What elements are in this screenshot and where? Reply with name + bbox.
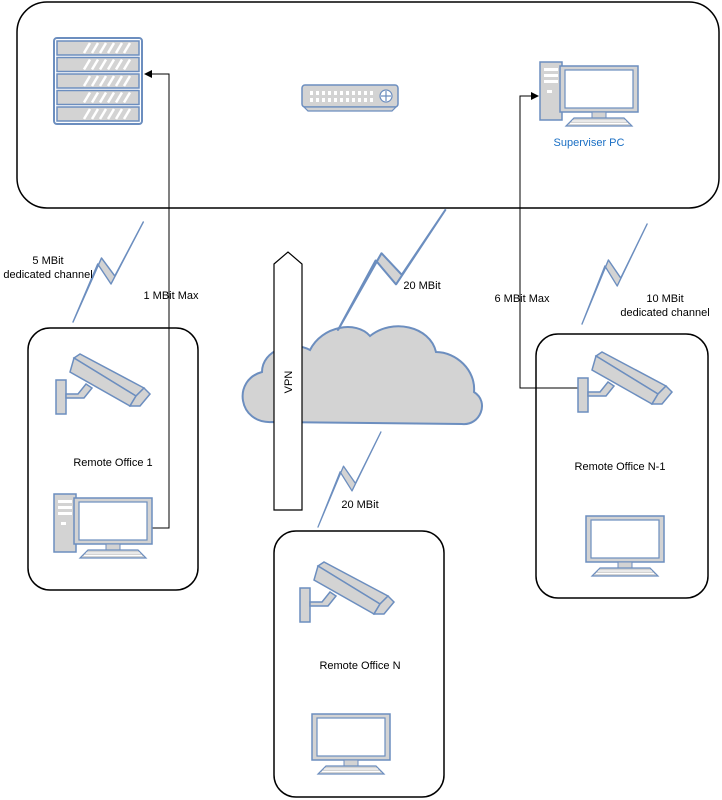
link-label-hq-cloud: 20 MBit xyxy=(403,280,440,292)
office-n1-label: Remote Office N-1 xyxy=(575,461,666,473)
connector-office1-to-server xyxy=(144,70,170,529)
link-sublabel-office1: dedicated channel xyxy=(3,269,92,281)
server-rack-icon[interactable] xyxy=(52,36,144,126)
link-sublabel-officeN1: dedicated channel xyxy=(620,307,709,319)
vpn-label: VPN xyxy=(283,371,295,394)
link-label-office1: 5 MBit xyxy=(32,255,63,267)
superviser-pc-label: Superviser PC xyxy=(554,137,625,149)
network-switch-icon[interactable] xyxy=(301,84,399,112)
connector-officeN1-to-superviser-pc xyxy=(519,92,578,389)
office-n-label: Remote Office N xyxy=(319,660,400,672)
wireless-link-icon-cloud-officeN xyxy=(317,431,382,528)
link-label-officeN1-max: 6 MBit Max xyxy=(494,293,550,305)
link-label-office1-max: 1 MBit Max xyxy=(143,290,199,302)
link-label-cloud-officeN: 20 MBit xyxy=(341,499,378,511)
office-1-label: Remote Office 1 xyxy=(73,457,152,469)
wireless-link-icon-hq-cloud xyxy=(336,208,447,332)
link-label-officeN1: 10 MBit xyxy=(646,293,683,305)
vpn-tunnel xyxy=(273,251,303,511)
